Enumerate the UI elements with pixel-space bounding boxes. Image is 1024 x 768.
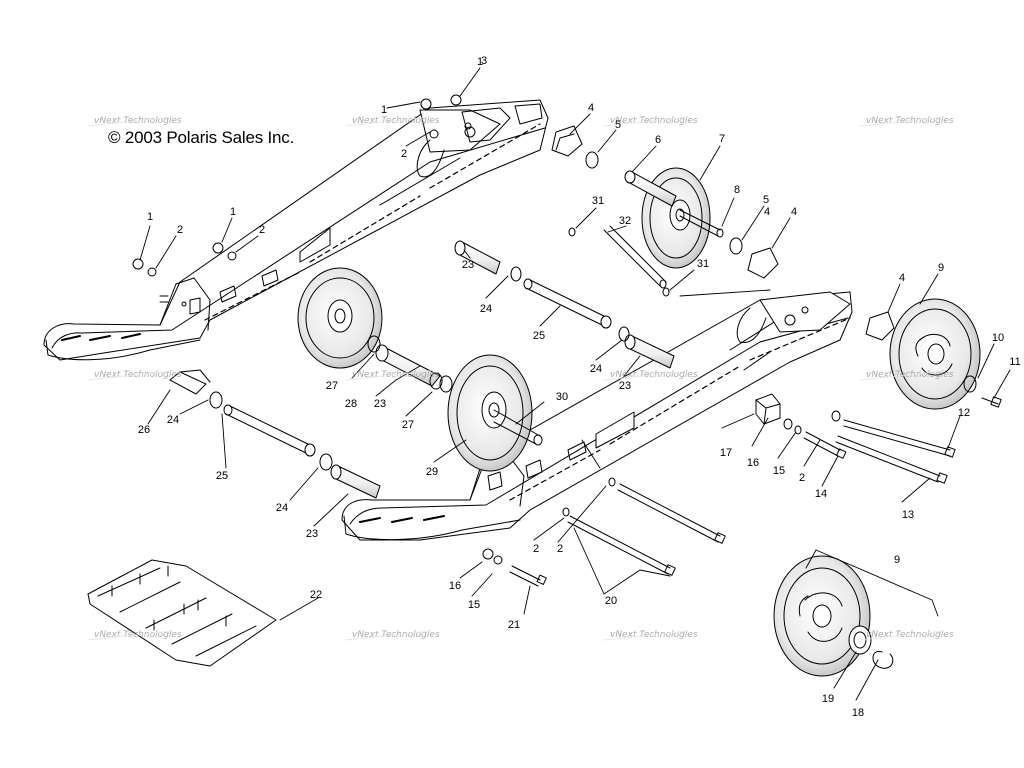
- callout-label: 5: [614, 119, 622, 131]
- callout-label: 11: [1009, 356, 1021, 368]
- callout-label: 23: [305, 528, 319, 540]
- callout-label: 18: [851, 707, 865, 719]
- callout-label: 15: [467, 599, 481, 611]
- callout-label: 24: [166, 414, 180, 426]
- callout-label: 26: [137, 424, 151, 436]
- shaft-6: [624, 170, 724, 238]
- left-rail: [43, 99, 549, 361]
- callout-label: 8: [733, 184, 741, 196]
- bolt-14: [803, 431, 847, 459]
- callout-label: 21: [507, 619, 521, 631]
- callout-label: 17: [719, 447, 733, 459]
- idler-wheel-9-exploded: [773, 555, 894, 677]
- callout-label: 27: [325, 380, 339, 392]
- tie-rod-20-lower: [567, 515, 676, 576]
- idler-wheel-29: [447, 354, 533, 472]
- callout-label: 2: [556, 543, 564, 555]
- callout-label: 7: [718, 133, 726, 145]
- shaft-32: [603, 225, 667, 289]
- right-rail: [341, 291, 853, 541]
- callout-label: 22: [309, 589, 323, 601]
- spacer-23-right: [624, 334, 675, 369]
- spacer-23-lower: [330, 464, 381, 499]
- callout-label: 2: [176, 224, 184, 236]
- callout-label: 24: [589, 363, 603, 375]
- idler-wheel-middle: [297, 267, 383, 369]
- callout-label: 10: [991, 332, 1005, 344]
- callout-label: 23: [618, 380, 632, 392]
- watermark: vNext Technologies: [610, 370, 698, 380]
- callout-label: 32: [618, 215, 632, 227]
- callout-label: 31: [696, 258, 710, 270]
- callout-label: 9: [893, 554, 901, 566]
- callout-label: 24: [275, 502, 289, 514]
- bolt-21: [509, 565, 547, 587]
- callout-label: 24: [479, 303, 493, 315]
- watermark: vNext Technologies: [866, 630, 954, 640]
- callout-label: 4: [587, 102, 595, 114]
- callout-label: 14: [814, 488, 828, 500]
- callout-label: 27: [401, 419, 415, 431]
- callout-label: 15: [772, 465, 786, 477]
- callout-label: 6: [654, 134, 662, 146]
- tie-rod-12: [843, 419, 956, 458]
- watermark: vNext Technologies: [94, 370, 182, 380]
- callout-label: 13: [901, 509, 915, 521]
- callout-label: 4: [763, 206, 771, 218]
- bolt-11: [981, 396, 1002, 408]
- spacer-23-top: [454, 240, 501, 275]
- callout-label: 23: [461, 259, 475, 271]
- watermark: vNext Technologies: [94, 630, 182, 640]
- callout-label: 5: [762, 194, 770, 206]
- callout-label: 1: [476, 56, 484, 68]
- callout-label: 31: [591, 195, 605, 207]
- axle-25-upper: [523, 278, 612, 329]
- tie-rod-20-upper: [617, 483, 726, 544]
- callout-label: 12: [957, 407, 971, 419]
- callout-label: 3: [480, 55, 488, 67]
- callout-label: 2: [798, 472, 806, 484]
- watermark: vNext Technologies: [352, 370, 440, 380]
- axle-25-lower: [223, 404, 316, 457]
- callout-label: 9: [937, 262, 945, 274]
- callout-label: 30: [555, 391, 569, 403]
- watermark: vNext Technologies: [610, 630, 698, 640]
- callout-label: 29: [425, 466, 439, 478]
- callout-label: 25: [532, 330, 546, 342]
- callout-label: 16: [746, 457, 760, 469]
- tie-rod-13: [835, 435, 948, 484]
- watermark: vNext Technologies: [866, 116, 954, 126]
- callout-label: 28: [344, 398, 358, 410]
- leader-lines: [139, 67, 1011, 701]
- callout-label: 1: [380, 104, 388, 116]
- track-clip-22: [87, 559, 277, 667]
- callout-label: 2: [258, 224, 266, 236]
- callout-label: 20: [604, 595, 618, 607]
- watermark: vNext Technologies: [352, 116, 440, 126]
- watermark: vNext Technologies: [94, 116, 182, 126]
- callout-label: 1: [146, 211, 154, 223]
- callout-label: 23: [373, 398, 387, 410]
- watermark: vNext Technologies: [352, 630, 440, 640]
- callout-label: 2: [400, 148, 408, 160]
- callout-label: 4: [898, 272, 906, 284]
- callout-label: 25: [215, 470, 229, 482]
- callout-label: 19: [821, 693, 835, 705]
- block-17: [755, 393, 781, 425]
- callout-label: 16: [448, 580, 462, 592]
- callout-label: 2: [532, 543, 540, 555]
- callout-label: 4: [790, 206, 798, 218]
- callout-label: 1: [229, 206, 237, 218]
- watermark: vNext Technologies: [866, 370, 954, 380]
- watermark: vNext Technologies: [610, 116, 698, 126]
- hardware-washers: [132, 94, 977, 565]
